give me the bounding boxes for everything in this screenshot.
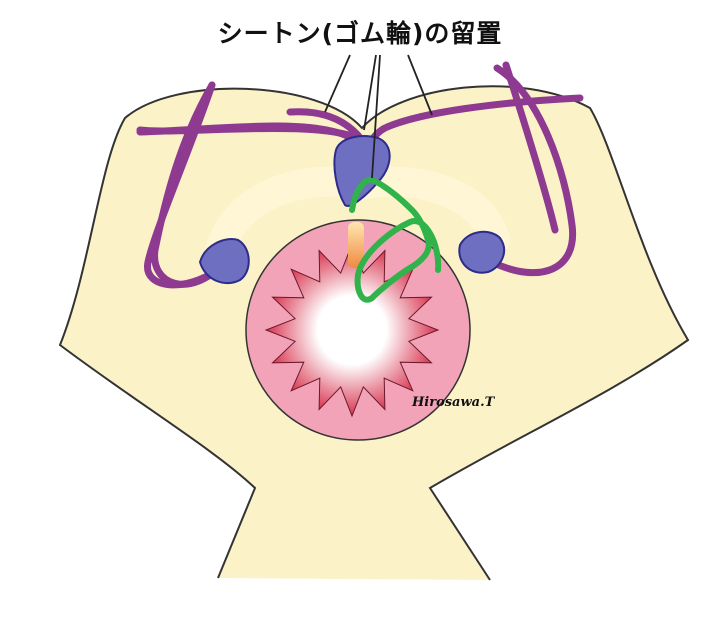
pointer-line-right	[407, 54, 433, 116]
diagram-title: シートン(ゴム輪)の留置	[217, 19, 503, 48]
drain-tube	[348, 222, 364, 268]
node-right	[458, 230, 506, 274]
fistula-tract	[349, 176, 442, 303]
seton-loop-left-main	[144, 81, 232, 289]
node-left	[198, 238, 250, 285]
pointer-line-center-2	[363, 54, 377, 131]
seton-vertical-right	[502, 61, 559, 234]
credit-label: Hirosawa.T	[411, 395, 496, 410]
pointer-line-left	[324, 54, 351, 113]
pointer-line-center	[371, 54, 381, 179]
anal-lesion	[264, 242, 440, 418]
